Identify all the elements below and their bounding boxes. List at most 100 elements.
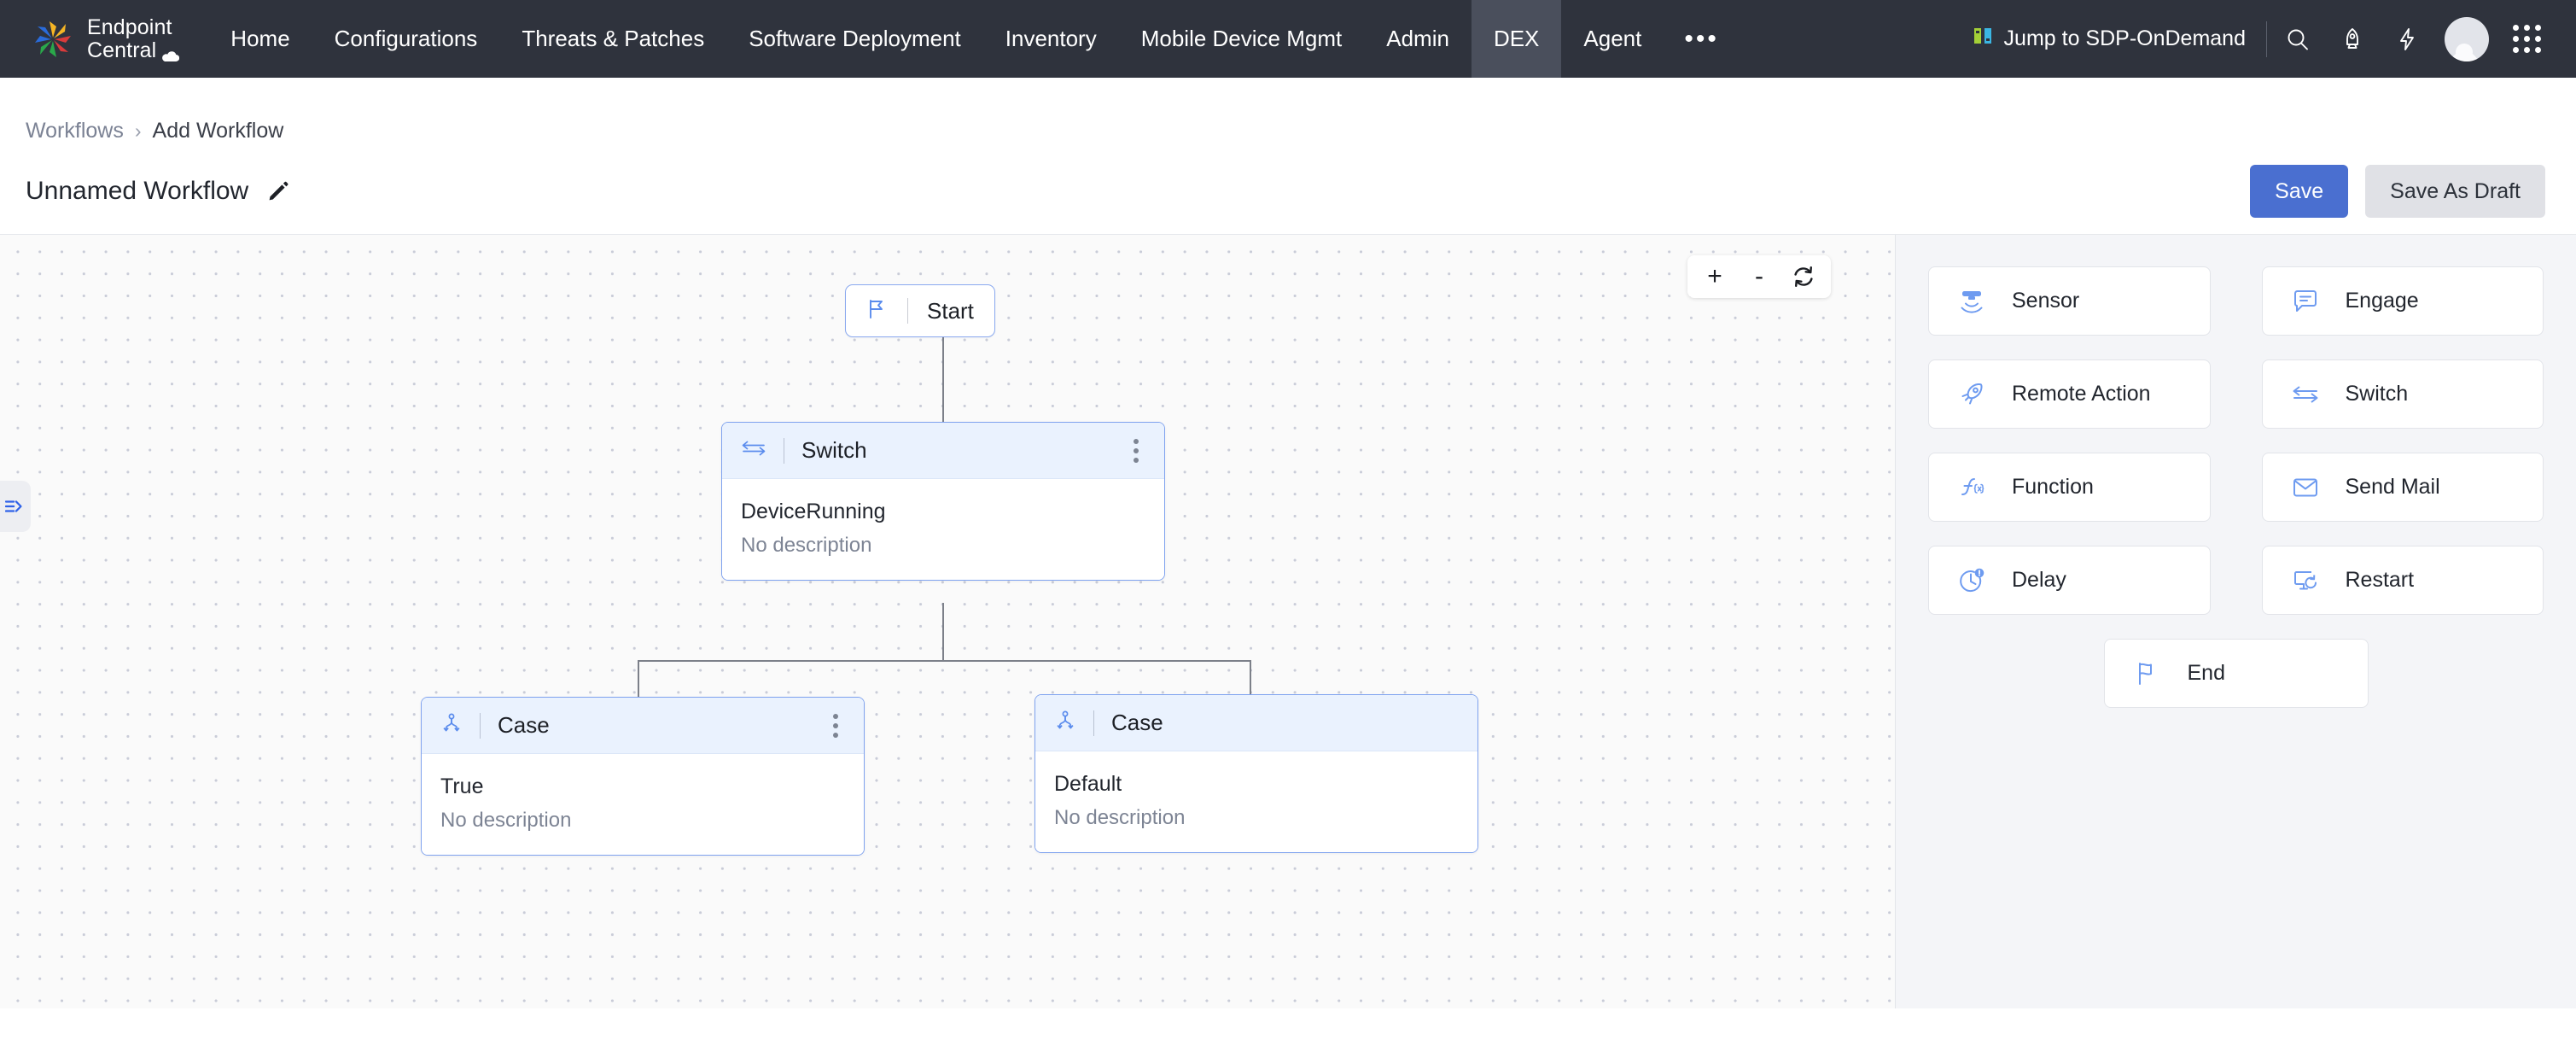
palette-item-engage-label: Engage	[2345, 289, 2419, 313]
node-start[interactable]: Start	[845, 284, 995, 337]
save-as-draft-button[interactable]: Save As Draft	[2365, 165, 2545, 218]
app-grid-icon[interactable]	[2499, 12, 2554, 67]
refresh-icon[interactable]	[1781, 258, 1826, 295]
node-case-true[interactable]: Case True No description	[421, 697, 865, 856]
node-case-true-header: Case	[422, 698, 864, 754]
brand-line-2: Central	[87, 38, 157, 62]
brand-logo[interactable]: Endpoint Central	[0, 0, 180, 78]
node-switch-header: Switch	[722, 423, 1164, 479]
node-switch-secondary-text: No description	[741, 534, 872, 557]
nav-item-home[interactable]: Home	[230, 26, 290, 51]
nav-item-configurations[interactable]: Configurations	[334, 26, 478, 51]
edge-switch-to-branch	[942, 603, 944, 661]
nav-right-cluster: Jump to SDP-OnDemand	[1973, 0, 2576, 78]
workflow-canvas[interactable]: + -	[0, 235, 1896, 1008]
node-case-true-title: Case	[498, 712, 550, 738]
palette-item-end[interactable]: End	[2103, 639, 2369, 708]
branch-icon	[440, 712, 463, 739]
breadcrumb-workflows[interactable]: Workflows	[26, 119, 124, 143]
branch-icon	[1054, 710, 1076, 736]
nav-item-agent[interactable]: Agent	[1583, 26, 1642, 51]
expand-panel-icon[interactable]	[0, 481, 31, 532]
nav-divider	[2266, 20, 2267, 57]
breadcrumb: Workflows › Add Workflow	[0, 78, 2576, 143]
zoom-out-button[interactable]: -	[1755, 262, 1763, 290]
endpoint-central-logo-icon	[31, 17, 75, 61]
palette-item-restart-label: Restart	[2345, 568, 2415, 592]
edge-branch-to-case-true	[638, 660, 639, 697]
palette-item-send-mail[interactable]: Send Mail	[2261, 453, 2544, 522]
brand-line-1: Endpoint	[87, 15, 172, 40]
palette-item-engage[interactable]: Engage	[2261, 266, 2544, 336]
page-title-row: Unnamed Workflow Save Save As Draft	[0, 143, 2576, 218]
breadcrumb-separator-icon: ›	[134, 120, 142, 142]
node-start-label: Start	[927, 297, 974, 324]
node-case-true-secondary-text: No description	[440, 809, 572, 832]
pencil-icon[interactable]	[267, 180, 289, 202]
edge-start-to-switch	[942, 337, 944, 422]
switch-arrows-icon	[2288, 377, 2322, 412]
kebab-menu-icon[interactable]	[1127, 434, 1145, 468]
node-case-true-body: True No description	[422, 754, 864, 855]
zoom-in-button[interactable]: +	[1707, 262, 1722, 290]
top-navigation-bar: Endpoint Central Home Configurations Thr…	[0, 0, 2576, 78]
palette-item-function[interactable]: Function	[1928, 453, 2211, 522]
flag-outline-icon	[2130, 657, 2165, 691]
palette-item-sensor[interactable]: Sensor	[1928, 266, 2211, 336]
canvas-zoom-controls: + -	[1687, 255, 1831, 298]
nav-item-inventory[interactable]: Inventory	[1005, 26, 1097, 51]
node-switch[interactable]: Switch DeviceRunning No description	[721, 422, 1165, 581]
palette-item-remote-action[interactable]: Remote Action	[1928, 359, 2211, 429]
palette-item-sensor-label: Sensor	[2012, 289, 2080, 313]
lightning-icon[interactable]	[2380, 12, 2434, 67]
nav-overflow-button[interactable]: •••	[1684, 24, 1719, 53]
primary-nav: Home Configurations Threats & Patches So…	[208, 0, 1740, 78]
avatar[interactable]	[2445, 16, 2489, 61]
kebab-menu-icon[interactable]	[826, 709, 845, 743]
palette-item-switch-label: Switch	[2345, 382, 2409, 406]
edge-branch-to-case-default	[1250, 660, 1251, 695]
node-switch-title: Switch	[801, 437, 867, 463]
save-button[interactable]: Save	[2250, 165, 2349, 218]
palette-item-delay[interactable]: Delay	[1928, 546, 2211, 615]
clock-alert-icon	[1955, 564, 1989, 598]
nav-item-threats-and-patches[interactable]: Threats & Patches	[522, 26, 705, 51]
palette-item-switch[interactable]: Switch	[2261, 359, 2544, 429]
node-switch-primary-text: DeviceRunning	[741, 500, 886, 523]
cloud-icon	[160, 44, 180, 62]
palette-item-remote-action-label: Remote Action	[2012, 382, 2151, 406]
flag-icon	[866, 298, 889, 324]
nav-item-mobile-device-mgmt[interactable]: Mobile Device Mgmt	[1140, 26, 1343, 51]
envelope-icon	[2288, 470, 2322, 505]
search-icon[interactable]	[2270, 12, 2325, 67]
switch-arrows-icon	[741, 437, 766, 464]
palette-end-wrapper: End	[1928, 639, 2544, 708]
nav-item-dex[interactable]: DEX	[1471, 0, 1562, 78]
palette-item-delay-label: Delay	[2012, 568, 2066, 592]
node-case-default-primary-text: Default	[1054, 772, 1122, 796]
palette-grid: Sensor Engage	[1928, 266, 2544, 615]
node-case-default-body: Default No description	[1035, 751, 1477, 852]
node-case-default[interactable]: Case Default No description	[1034, 694, 1478, 853]
nav-item-admin[interactable]: Admin	[1386, 26, 1449, 51]
rocket-icon	[1955, 377, 1989, 412]
node-case-default-title: Case	[1111, 710, 1163, 735]
title-actions: Save Save As Draft	[2250, 165, 2545, 218]
monitor-restart-icon	[2288, 564, 2322, 598]
function-fx-icon	[1955, 470, 1989, 505]
node-case-true-primary-text: True	[440, 774, 484, 798]
jump-to-sdp-ondemand-link[interactable]: Jump to SDP-OnDemand	[1973, 25, 2266, 53]
jump-link-label: Jump to SDP-OnDemand	[2003, 26, 2246, 50]
edge-branch-horizontal	[638, 660, 1250, 662]
sdp-app-icon	[1973, 25, 1995, 53]
chat-bubble-icon	[2288, 284, 2322, 319]
palette-item-end-label: End	[2187, 661, 2225, 685]
sensor-icon	[1955, 284, 1989, 319]
nav-item-software-deployment[interactable]: Software Deployment	[749, 26, 961, 51]
palette-item-restart[interactable]: Restart	[2261, 546, 2544, 615]
node-palette-panel: Sensor Engage	[1896, 235, 2576, 1008]
workspace: + -	[0, 234, 2576, 1008]
node-case-default-secondary-text: No description	[1054, 806, 1186, 829]
rocket-icon[interactable]	[2325, 12, 2380, 67]
brand-name: Endpoint Central	[87, 15, 180, 62]
